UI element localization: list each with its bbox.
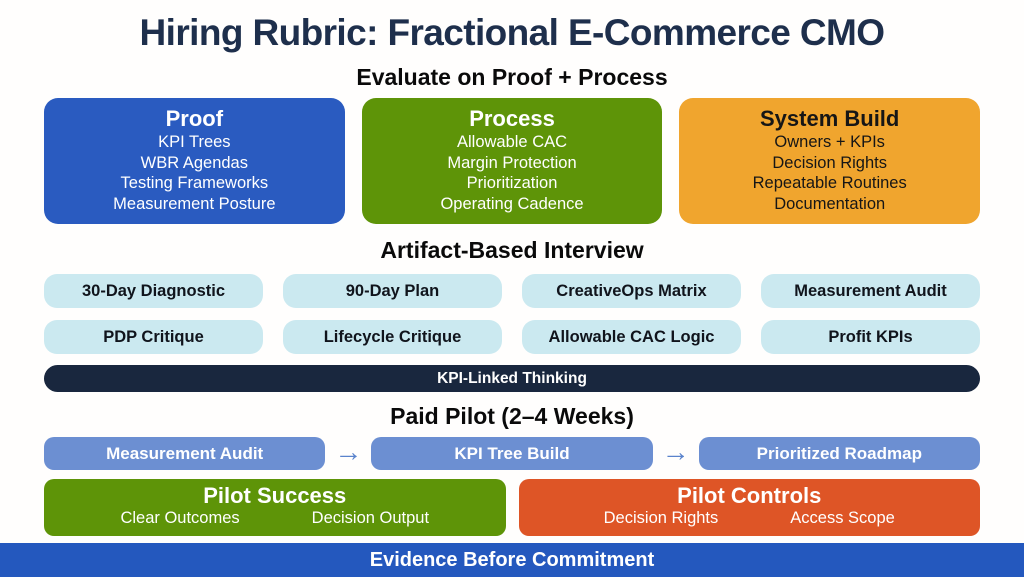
interview-pill-grid: 30-Day Diagnostic 90-Day Plan CreativeOp… [44, 274, 980, 354]
arrow-right-icon: → [661, 435, 690, 467]
interview-pill: Measurement Audit [761, 274, 980, 308]
pilot-controls-title: Pilot Controls [677, 483, 822, 508]
system-build-box-title: System Build [759, 106, 900, 131]
system-build-item: Documentation [774, 194, 886, 213]
pilot-success-box: Pilot Success Clear Outcomes Decision Ou… [44, 479, 506, 536]
interview-pill: PDP Critique [44, 320, 263, 354]
process-item: Allowable CAC [456, 133, 568, 151]
pilot-step: Prioritized Roadmap [698, 437, 980, 470]
pilot-outcome-row: Pilot Success Clear Outcomes Decision Ou… [44, 479, 980, 536]
interview-pill: 90-Day Plan [283, 274, 502, 308]
interview-pill: Lifecycle Critique [283, 320, 502, 354]
interview-pill: CreativeOps Matrix [522, 274, 741, 308]
process-item: Prioritization [466, 174, 558, 192]
proof-item: Measurement Posture [113, 194, 276, 213]
pilot-section-heading: Paid Pilot (2–4 Weeks) [390, 403, 634, 429]
interview-pill: Allowable CAC Logic [522, 320, 741, 354]
evaluate-section-heading: Evaluate on Proof + Process [356, 64, 668, 90]
pilot-steps-row: Measurement Audit → KPI Tree Build → Pri… [44, 437, 980, 470]
pilot-controls-item: Access Scope [790, 509, 895, 527]
kpi-linked-thinking-banner: KPI-Linked Thinking [44, 365, 980, 392]
pilot-controls-item: Decision Rights [603, 509, 719, 527]
evaluate-columns-row: Proof KPI Trees WBR Agendas Testing Fram… [44, 98, 981, 224]
proof-box: Proof KPI Trees WBR Agendas Testing Fram… [44, 98, 345, 224]
arrow-right-icon: → [334, 435, 363, 467]
process-box-title: Process [469, 106, 555, 131]
process-item: Operating Cadence [440, 194, 584, 213]
proof-item: WBR Agendas [140, 153, 248, 172]
pilot-success-items: Clear Outcomes Decision Output [52, 509, 498, 528]
pilot-success-title: Pilot Success [203, 483, 347, 508]
footer-banner: Evidence Before Commitment [0, 543, 1024, 577]
process-item: Margin Protection [447, 153, 577, 172]
proof-item: Testing Frameworks [120, 174, 269, 192]
pilot-step: Measurement Audit [44, 437, 326, 470]
proof-item: KPI Trees [158, 133, 231, 151]
interview-pill: Profit KPIs [761, 320, 980, 354]
page-title: Hiring Rubric: Fractional E-Commerce CMO [139, 12, 885, 53]
pilot-success-item: Clear Outcomes [120, 509, 240, 527]
system-build-box: System Build Owners + KPIs Decision Righ… [679, 98, 981, 224]
system-build-item: Decision Rights [772, 153, 887, 172]
pilot-controls-box: Pilot Controls Decision Rights Access Sc… [518, 479, 980, 536]
interview-section-heading: Artifact-Based Interview [380, 237, 644, 263]
pilot-step: KPI Tree Build [371, 437, 653, 470]
pilot-controls-items: Decision Rights Access Scope [527, 509, 973, 528]
interview-pill: 30-Day Diagnostic [44, 274, 263, 308]
system-build-item: Owners + KPIs [774, 133, 885, 151]
system-build-item: Repeatable Routines [752, 174, 907, 192]
process-box: Process Allowable CAC Margin Protection … [361, 98, 663, 224]
pilot-success-item: Decision Output [311, 509, 430, 527]
proof-box-title: Proof [165, 106, 224, 131]
